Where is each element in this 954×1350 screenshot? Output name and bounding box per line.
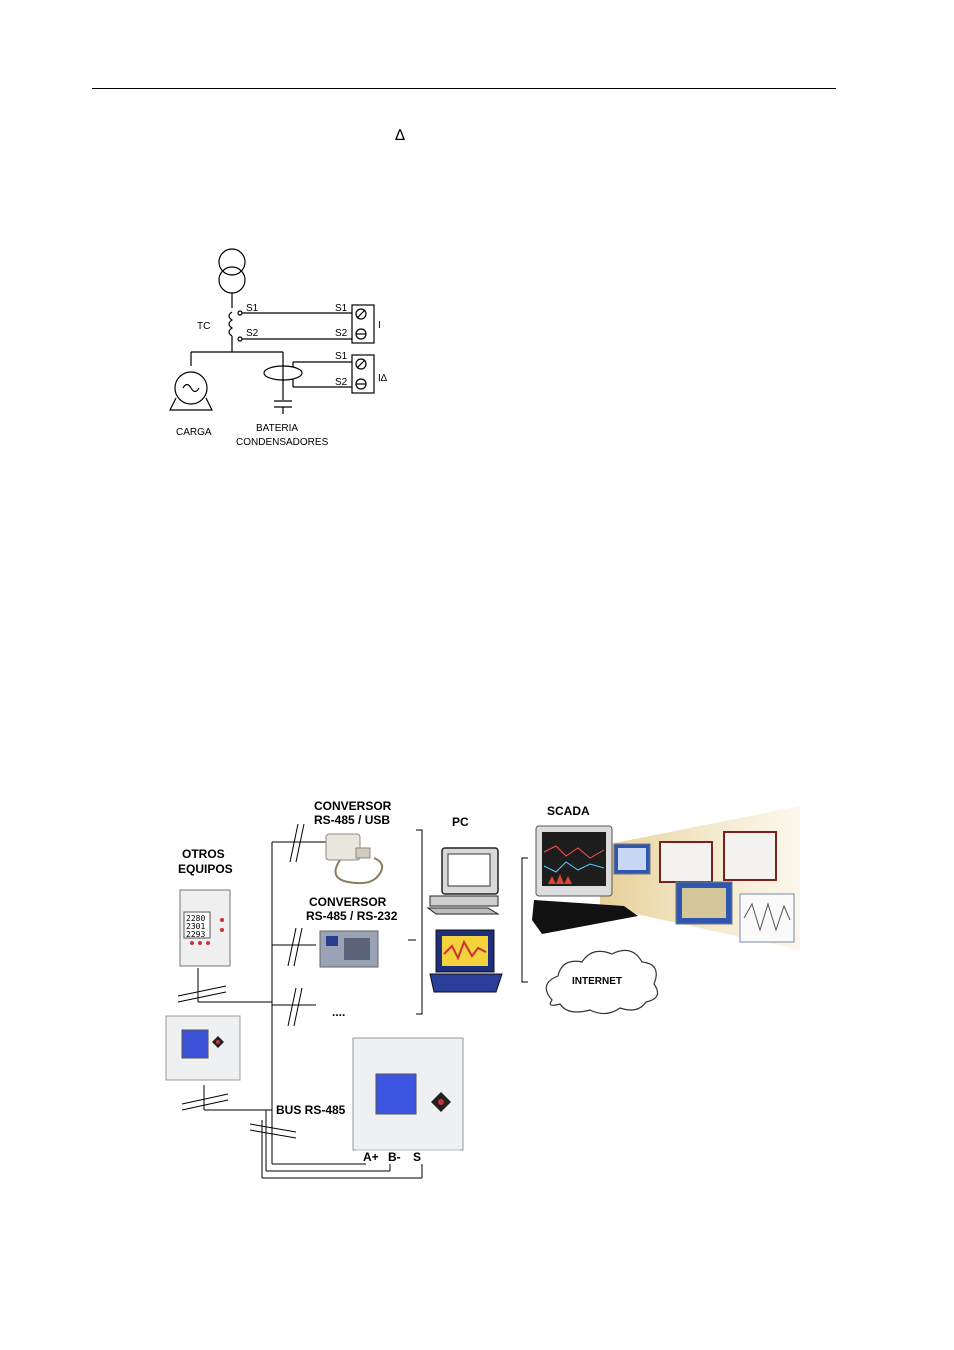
small-regulator-device (166, 1016, 240, 1080)
scada-graphic (532, 806, 800, 950)
other-equipment-label-2: EQUIPOS (178, 862, 233, 876)
meter-reading-3: 2293 (186, 930, 205, 939)
main-regulator-device (353, 1038, 463, 1150)
usb-converter-device (326, 834, 382, 883)
desktop-pc-icon (428, 848, 498, 914)
usb-converter-label-1: CONVERSOR (314, 799, 392, 813)
rs232-converter-label-2: RS-485 / RS-232 (306, 909, 398, 923)
rs232-converter-device (320, 931, 378, 967)
more-devices-ellipsis: .... (332, 1005, 345, 1019)
rs232-converter-label-1: CONVERSOR (309, 895, 387, 909)
internet-label: INTERNET (572, 976, 622, 987)
terminal-b-label: B- (388, 1150, 401, 1164)
pc-label: PC (452, 815, 469, 829)
terminal-a-label: A+ (363, 1150, 379, 1164)
laptop-icon (430, 930, 502, 992)
bus-label: BUS RS-485 (276, 1103, 346, 1117)
other-equipment-label-1: OTROS (182, 847, 225, 861)
terminal-s-label: S (413, 1150, 421, 1164)
usb-converter-label-2: RS-485 / USB (314, 813, 390, 827)
scada-label: SCADA (547, 804, 590, 818)
